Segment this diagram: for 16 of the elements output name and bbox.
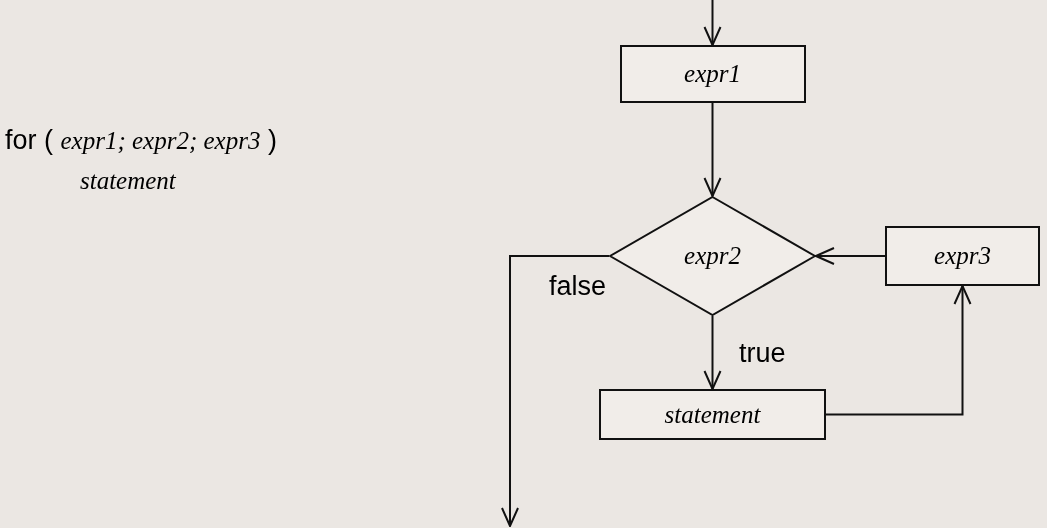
code-text: for ( expr1; expr2; expr3 ): [5, 124, 277, 157]
arrow: [501, 255, 610, 527]
node-text: expr2: [684, 241, 741, 272]
node-text: expr1: [684, 59, 741, 90]
arrow: [703, 102, 722, 197]
process-box: [599, 389, 826, 440]
arrow: [703, 315, 722, 390]
process-box: [885, 226, 1040, 286]
decision-diamond: [609, 196, 816, 316]
node-text: statement: [664, 399, 761, 430]
arrow: [703, 0, 722, 46]
process-box: [619, 45, 806, 103]
arrow: [815, 247, 886, 265]
code-text: statement: [80, 166, 176, 196]
node-text: expr3: [934, 241, 991, 272]
arrow: [825, 285, 972, 416]
